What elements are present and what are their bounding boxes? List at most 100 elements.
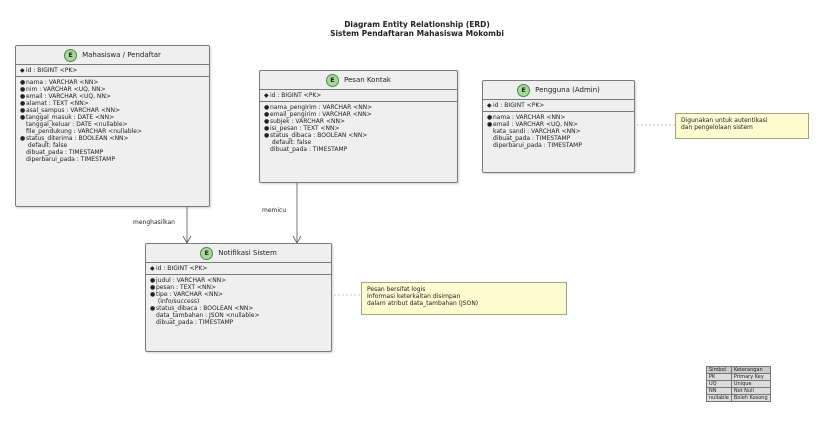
primary-key-row: ◆id : BIGINT <PK> [483, 100, 634, 112]
primary-key-row: ◆id : BIGINT <PK> [260, 90, 457, 102]
attribute-marker-icon: ● [20, 93, 26, 100]
note-line: dan pengelolaan sistem [681, 124, 753, 131]
attribute: ●tipe : VARCHAR <NN> [150, 291, 223, 298]
attribute: default: false [26, 142, 68, 149]
attribute-marker-icon: ● [20, 86, 26, 93]
attribute: ●subjek : VARCHAR <NN> [264, 118, 346, 125]
entity-badge-icon: E [64, 48, 78, 62]
attribute: ●alamat : TEXT <NN> [20, 100, 89, 107]
attribute-marker-icon: ● [150, 277, 156, 284]
attribute-marker-icon: ● [20, 100, 26, 107]
entity-header: E Mahasiswa / Pendaftar [16, 46, 209, 65]
attribute-marker-icon: ● [264, 125, 270, 132]
entity-header: E Notifikasi Sistem [146, 244, 331, 263]
entity-name: Pesan Kontak [344, 75, 391, 84]
attribute: ●nim : VARCHAR <UQ, NN> [20, 86, 106, 93]
attribute: ●nama : VARCHAR <NN> [487, 114, 566, 121]
relation-label-memicu: memicu [262, 207, 287, 214]
entity-name: Notifikasi Sistem [218, 248, 277, 257]
attribute: kata_sandi : VARCHAR <NN> [493, 128, 581, 135]
legend-row: nullable Boleh Kosong [706, 394, 771, 402]
attribute: tanggal_keluar : DATE <nullable> [26, 121, 128, 128]
attribute: ●judul : VARCHAR <NN> [150, 277, 227, 284]
entity-badge-icon: E [200, 246, 214, 260]
attribute: diperbarui_pada : TIMESTAMP [493, 142, 582, 149]
legend-row: NN Not Null [706, 387, 771, 395]
attribute-marker-icon: ● [264, 132, 270, 139]
attribute: ●pesan : TEXT <NN> [150, 284, 217, 291]
note-line: Informasi keterkaitan disimpan [367, 293, 461, 300]
attribute-marker-icon: ● [264, 111, 270, 118]
diagram-title: Diagram Entity Relationship (ERD) [344, 20, 490, 29]
note-line: dalam atribut data_tambahan (JSON) [367, 300, 479, 307]
attribute-list: ●nama : VARCHAR <NN> ●nim : VARCHAR <UQ,… [16, 77, 209, 165]
attribute: ●nama_pengirim : VARCHAR <NN> [264, 104, 373, 111]
attribute: ●email : VARCHAR <UQ, NN> [487, 121, 578, 128]
entity-pengguna[interactable]: E Pengguna (Admin) ◆id : BIGINT <PK> ●na… [482, 80, 635, 173]
legend-symbol: PK [706, 373, 732, 381]
legend-meaning: Primary Key [730, 373, 771, 381]
attribute: ●status_diterima : BOOLEAN <NN> [20, 135, 129, 142]
attribute: dibuat_pada : TIMESTAMP [493, 135, 571, 142]
entity-header: E Pengguna (Admin) [483, 81, 634, 100]
note-pengguna: Digunakan untuk autentikasi dan pengelol… [675, 113, 809, 139]
attribute: ●email_pengirim : VARCHAR <NN> [264, 111, 372, 118]
attribute: ●isi_pesan : TEXT <NN> [264, 125, 340, 132]
legend-header-cell: Keterangan [730, 366, 771, 374]
legend-symbol: NN [706, 387, 732, 395]
attribute-list: ●nama_pengirim : VARCHAR <NN> ●email_pen… [260, 102, 457, 155]
legend-header-row: Simbol Keterangan [706, 366, 771, 374]
attribute: (info/success) [156, 298, 200, 305]
attribute-marker-icon: ● [20, 79, 26, 86]
attribute: file_pendukung : VARCHAR <nullable> [26, 128, 143, 135]
legend-meaning: Boleh Kosong [730, 394, 771, 402]
attribute-marker-icon: ● [264, 104, 270, 111]
attribute-marker-icon: ● [20, 107, 26, 114]
attribute-marker-icon: ● [150, 305, 156, 312]
entity-header: E Pesan Kontak [260, 71, 457, 90]
attribute-marker-icon: ● [150, 291, 156, 298]
attribute-marker-icon: ● [264, 118, 270, 125]
legend-row: UQ Unique [706, 380, 771, 388]
entity-badge-icon: E [326, 73, 340, 87]
attribute: ●status_dibaca : BOOLEAN <NN> [150, 305, 254, 312]
attribute: dibuat_pada : TIMESTAMP [270, 146, 348, 153]
key-icon: ◆ [264, 92, 269, 99]
attribute-list: ●judul : VARCHAR <NN> ●pesan : TEXT <NN>… [146, 275, 331, 328]
attribute: ●status_dibaca : BOOLEAN <NN> [264, 132, 368, 139]
legend-symbol: nullable [706, 394, 732, 402]
entity-name: Pengguna (Admin) [535, 85, 600, 94]
legend-symbol: UQ [706, 380, 732, 388]
legend-row: PK Primary Key [706, 373, 771, 381]
attribute-marker-icon: ● [20, 114, 26, 121]
entity-mahasiswa[interactable]: E Mahasiswa / Pendaftar ◆id : BIGINT <PK… [15, 45, 210, 207]
attribute: ●asal_sampus : VARCHAR <NN> [20, 107, 120, 114]
primary-key-row: ◆id : BIGINT <PK> [16, 65, 209, 77]
entity-notifikasi-sistem[interactable]: E Notifikasi Sistem ◆id : BIGINT <PK> ●j… [145, 243, 332, 352]
primary-key-row: ◆id : BIGINT <PK> [146, 263, 331, 275]
note-line: Digunakan untuk autentikasi [681, 117, 768, 124]
legend-meaning: Unique [730, 380, 771, 388]
attribute-list: ●nama : VARCHAR <NN> ●email : VARCHAR <U… [483, 112, 634, 151]
relation-arrow-memicu [292, 235, 302, 244]
legend-meaning: Not Null [730, 387, 771, 395]
attribute: default: false [270, 139, 312, 146]
legend-header-cell: Simbol [706, 366, 732, 374]
legend-table: Simbol Keterangan PK Primary Key UQ Uniq… [706, 366, 771, 402]
attribute-marker-icon: ● [150, 284, 156, 291]
entity-badge-icon: E [517, 83, 531, 97]
entity-pesan-kontak[interactable]: E Pesan Kontak ◆id : BIGINT <PK> ●nama_p… [259, 70, 458, 183]
note-line: Pesan bersifat logis [367, 286, 426, 293]
key-icon: ◆ [487, 102, 492, 109]
attribute: dibuat_pada : TIMESTAMP [26, 149, 104, 156]
attribute: data_tambahan : JSON <nullable> [156, 312, 260, 319]
relation-arrow-menghasilkan [182, 235, 192, 244]
attribute: ●tanggal_masuk : DATE <NN> [20, 114, 115, 121]
attribute: dibuat_pada : TIMESTAMP [156, 319, 234, 326]
key-icon: ◆ [150, 265, 155, 272]
key-icon: ◆ [20, 67, 25, 74]
attribute: ●email : VARCHAR <UQ, NN> [20, 93, 111, 100]
attribute-marker-icon: ● [20, 135, 26, 142]
attribute-marker-icon: ● [487, 114, 493, 121]
note-notifikasi: Pesan bersifat logis Informasi keterkait… [361, 282, 567, 315]
